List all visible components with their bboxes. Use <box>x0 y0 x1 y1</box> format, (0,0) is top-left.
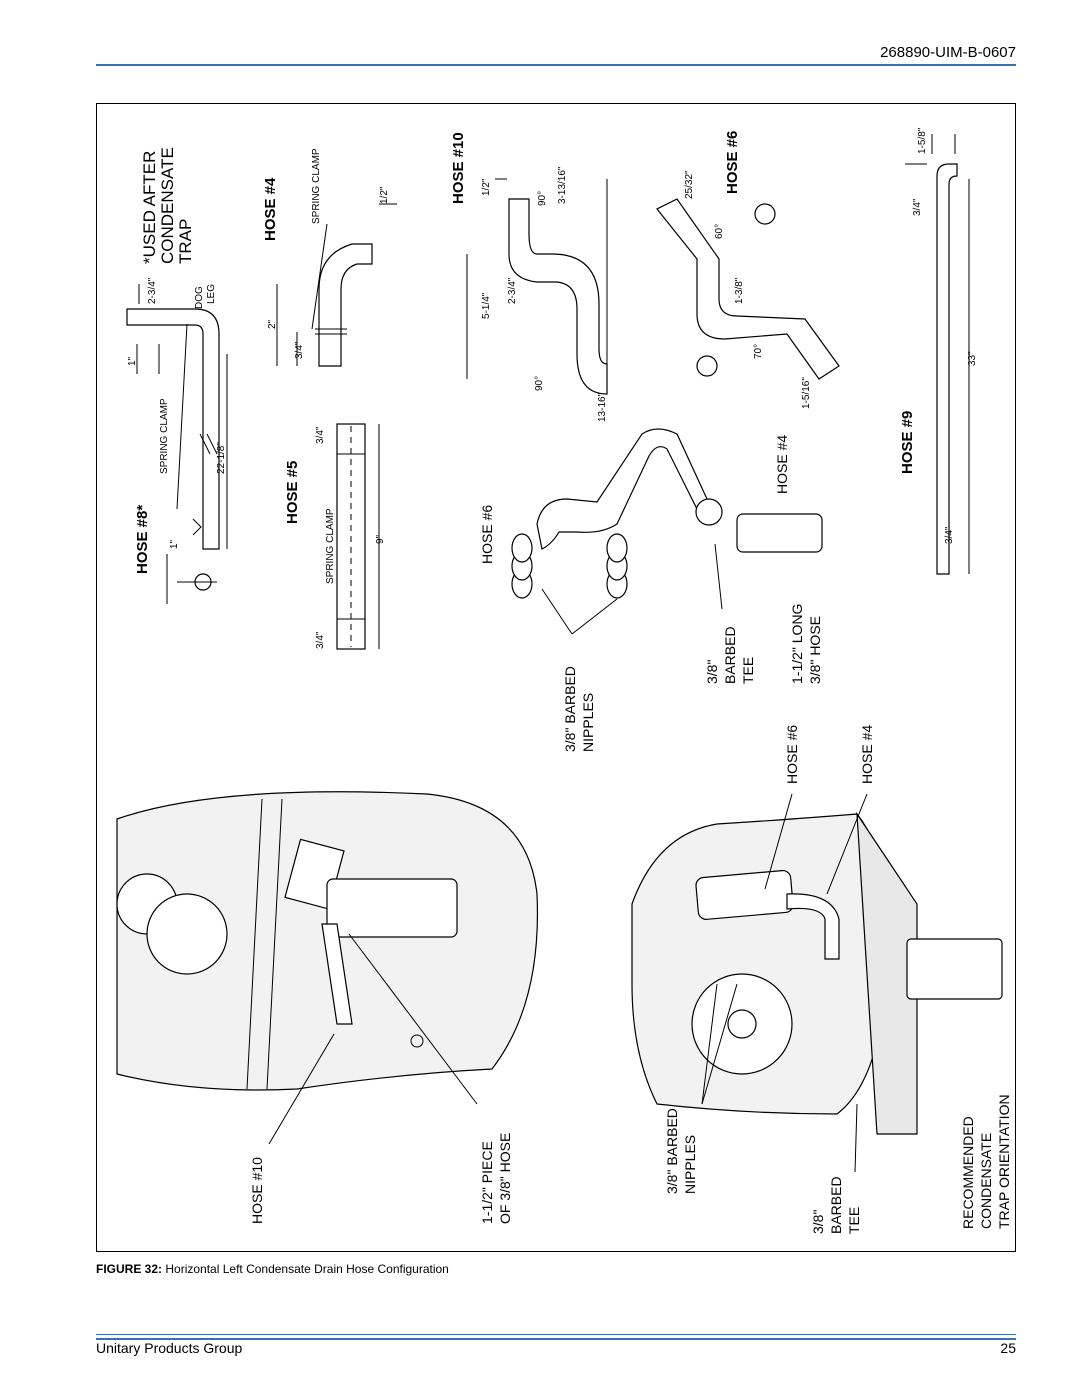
label-photo1-piece-2: OF 3/8" HOSE <box>497 1133 513 1224</box>
dim-h5-3-4-b: 3/4" <box>315 631 326 649</box>
dim-h9-3-4-b: 3/4" <box>944 526 955 544</box>
figure-frame: HOSE #8* 1" 1" 2-3/4" 22-1/8" SPRING CLA… <box>96 103 1016 1252</box>
label-rec-condensate: CONDENSATE <box>978 1133 994 1229</box>
dim-h6-1-3-8: 1-3/8" <box>734 277 745 304</box>
footer-company: Unitary Products Group <box>96 1340 243 1356</box>
dim-h10-13-16: 13-16" <box>597 392 608 422</box>
label-photo2-hose6: HOSE #6 <box>784 725 800 784</box>
label-condensate: CONDENSATE <box>158 147 177 264</box>
label-recommended: RECOMMENDED <box>960 1116 976 1229</box>
dim-h9-33in: 33" <box>967 351 978 366</box>
label-asm-tee-2: BARBED <box>722 626 738 684</box>
dim-h8-2-3-4: 2-3/4" <box>147 277 158 304</box>
label-spring-clamp-a: SPRING CLAMP <box>159 398 170 474</box>
dim-h5-9in: 9" <box>375 534 386 544</box>
label-photo1-hose10: HOSE #10 <box>249 1157 265 1224</box>
label-asm-tee-1: 3/8" <box>704 660 720 684</box>
dim-h10-2-3-4: 2-3/4" <box>507 277 518 304</box>
dim-h4-3-4: 3/4" <box>294 341 305 359</box>
dim-h9-3-4-a: 3/4" <box>912 198 923 216</box>
header-rule <box>96 64 1016 66</box>
caption-label: FIGURE 32: <box>96 1262 163 1276</box>
dim-h9-1-5-8: 1-5/8" <box>917 127 928 154</box>
dim-h10-5-1-4: 5-1/4" <box>481 292 492 319</box>
dim-h6-70: 70° <box>753 344 764 359</box>
dim-h5-3-4-a: 3/4" <box>315 426 326 444</box>
dim-h6-25-32: 25/32" <box>684 170 695 199</box>
label-photo2-tee-3: TEE <box>846 1207 862 1234</box>
figure-caption: FIGURE 32: Horizontal Left Condensate Dr… <box>96 1262 449 1276</box>
label-photo2-hose4: HOSE #4 <box>859 725 875 784</box>
dim-h10-3-13-16: 3-13/16" <box>557 166 568 204</box>
footer-rule-thick <box>96 1338 1016 1340</box>
label-photo2-nipples-1: 3/8" BARBED <box>664 1108 680 1194</box>
photo-1 <box>116 791 539 1145</box>
hose10-drawing <box>466 178 608 395</box>
figure-drawing: HOSE #8* 1" 1" 2-3/4" 22-1/8" SPRING CLA… <box>116 127 1012 1234</box>
caption-text: Horizontal Left Condensate Drain Hose Co… <box>165 1262 449 1276</box>
label-spring-clamp-b: SPRING CLAMP <box>311 148 322 224</box>
dim-h8-1in-a: 1" <box>127 356 138 366</box>
label-asm-tee-3: TEE <box>740 657 756 684</box>
hose4-drawing <box>276 203 397 367</box>
label-asm-nipples-1: 3/8" BARBED <box>562 666 578 752</box>
label-hose4-top: HOSE #4 <box>262 177 279 241</box>
hose9-drawing <box>905 134 970 575</box>
hose8-drawing <box>126 284 228 604</box>
hose5-drawing <box>336 423 380 650</box>
label-hose6-top: HOSE #6 <box>724 131 741 194</box>
dim-h6-1-5-16: 1-5/16" <box>801 377 812 409</box>
label-photo1-piece-1: 1-1/2" PIECE <box>479 1141 495 1224</box>
document-id: 268890-UIM-B-0607 <box>880 44 1016 61</box>
label-dog: DOG <box>194 286 205 309</box>
footer-rule-thin <box>96 1334 1016 1335</box>
label-spring-clamp-c: SPRING CLAMP <box>325 508 336 584</box>
label-asm-hose6: HOSE #6 <box>479 505 495 564</box>
dim-h8-22-1-8: 22-1/8" <box>216 442 227 474</box>
label-photo2-tee-1: 3/8" <box>810 1210 826 1234</box>
label-hose5: HOSE #5 <box>284 461 301 524</box>
page-number: 25 <box>1000 1340 1016 1356</box>
label-hose8: HOSE #8* <box>134 505 151 574</box>
label-hose10-top: HOSE #10 <box>450 132 467 204</box>
dim-h8-1in-b: 1" <box>169 539 180 549</box>
dim-h6-60: 60° <box>714 224 725 239</box>
assembly-drawing <box>511 428 823 635</box>
label-photo2-nipples-2: NIPPLES <box>682 1135 698 1194</box>
dim-h4-2in: 2" <box>267 319 278 329</box>
label-photo2-tee-2: BARBED <box>828 1176 844 1234</box>
hose6-drawing <box>656 198 840 380</box>
label-trap-orientation: TRAP ORIENTATION <box>996 1094 1012 1229</box>
label-used-after: *USED AFTER <box>140 151 159 264</box>
label-leg: LEG <box>206 284 217 304</box>
dim-h10-1-2: 1/2" <box>481 178 492 196</box>
dim-h10-90b: 90° <box>534 376 545 391</box>
label-asm-hose4: HOSE #4 <box>774 435 790 494</box>
label-asm-long-2: 3/8" HOSE <box>807 616 823 684</box>
dim-h10-90a: 90° <box>537 191 548 206</box>
dim-h4-1-2: 1/2" <box>379 186 390 204</box>
label-hose9: HOSE #9 <box>899 411 916 474</box>
label-asm-long-1: 1-1/2" LONG <box>789 604 805 684</box>
label-asm-nipples-2: NIPPLES <box>580 693 596 752</box>
photo-2 <box>631 793 1003 1173</box>
label-trap: TRAP <box>176 219 195 264</box>
